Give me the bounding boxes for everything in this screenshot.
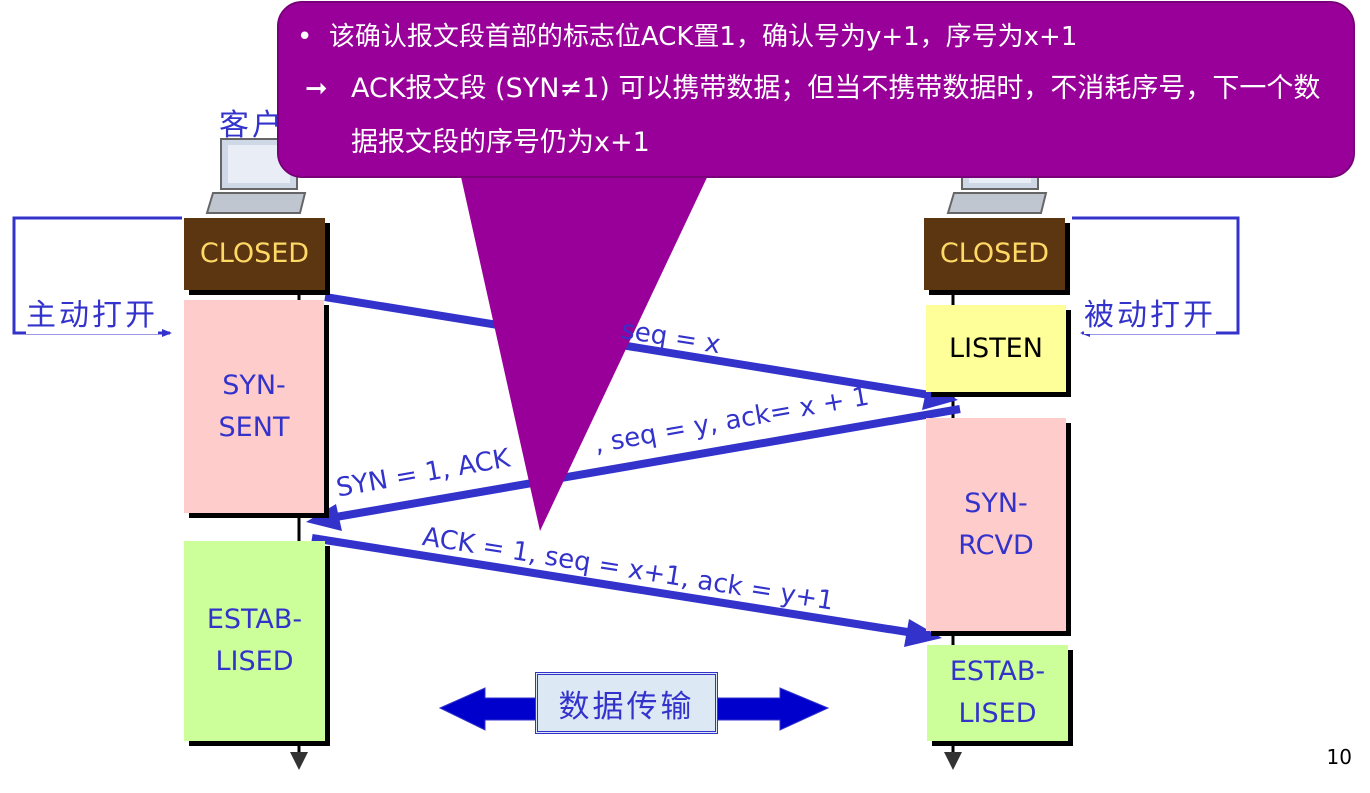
callout-bullet: • 该确认报文段首部的标志位ACK置1，确认号为y+1，序号为x+1 xyxy=(297,22,1078,52)
callout-bullet-text: 该确认报文段首部的标志位ACK置1，确认号为y+1，序号为x+1 xyxy=(328,22,1078,52)
server-closed-state: CLOSED xyxy=(924,218,1065,290)
callout-balloon xyxy=(277,1,1355,531)
client-established-state: ESTAB- LISED xyxy=(184,541,325,741)
callout-sub: ➞ ACK报文段 (SYN≠1) 可以携带数据；但当不携带数据时，不消耗序号，下一… xyxy=(297,62,1337,170)
client-closed-state: CLOSED xyxy=(184,218,325,290)
callout-sub-text: ACK报文段 (SYN≠1) 可以携带数据；但当不携带数据时，不消耗序号，下一个… xyxy=(351,73,1321,158)
data-transfer-label: 数据传输 xyxy=(535,672,718,734)
syn-arrow xyxy=(324,293,949,402)
syn-sent-state: SYN- SENT xyxy=(184,300,324,513)
ack-arrow xyxy=(311,534,921,638)
client-laptop-icon xyxy=(205,138,307,214)
client-timeline-arrowhead xyxy=(290,752,308,770)
server-established-state: ESTAB- LISED xyxy=(927,645,1068,741)
page-number: 10 xyxy=(1326,745,1352,769)
syn-rcvd-state: SYN- RCVD xyxy=(926,418,1066,631)
server-timeline-arrowhead xyxy=(944,752,962,770)
client-title: 客户 xyxy=(219,108,285,143)
arrow-right-icon: ➞ xyxy=(305,73,328,104)
passive-open-label: 被动打开 xyxy=(1084,290,1216,334)
active-open-label: 主动打开 xyxy=(26,290,158,334)
synack-arrow xyxy=(329,405,961,522)
callout-text: • 该确认报文段首部的标志位ACK置1，确认号为y+1，序号为x+1 ➞ ACK报… xyxy=(297,12,1337,170)
listen-state: LISTEN xyxy=(926,305,1066,392)
